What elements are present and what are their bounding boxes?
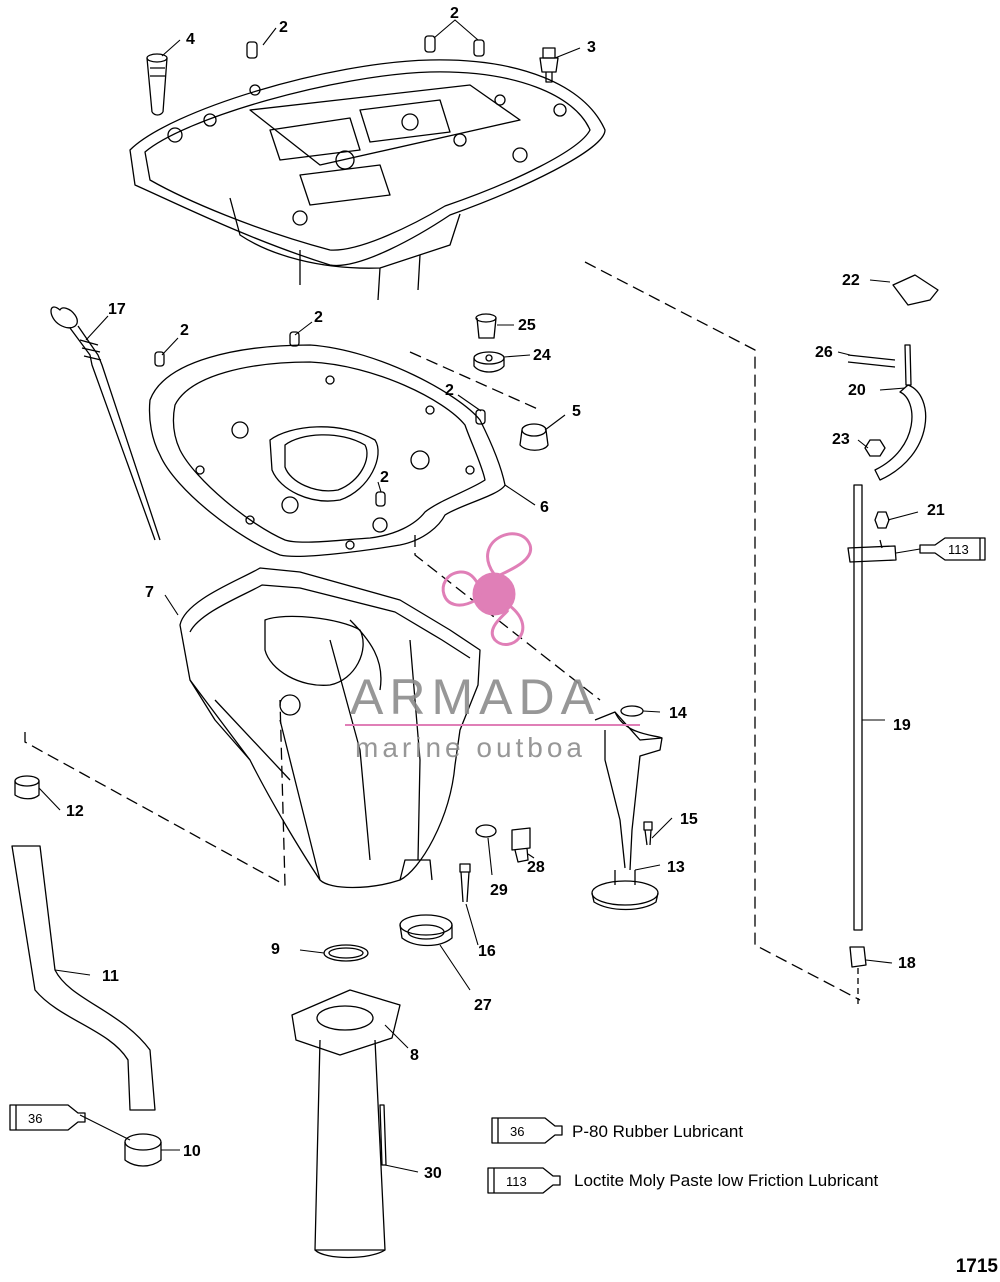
gasket-6	[148, 344, 506, 557]
hose-11	[11, 845, 156, 1111]
callout-grommet-5: 5	[572, 403, 581, 420]
callout-bolt-4: 4	[186, 31, 195, 48]
legend-item-p80: P-80 Rubber Lubricant	[572, 1122, 744, 1141]
callout-nut-23: 23	[832, 431, 850, 448]
grease-tube-36-left	[9, 1104, 86, 1131]
callout-plug-10: 10	[183, 1143, 201, 1160]
shift-shaft-19	[847, 484, 897, 931]
callout-seal-12: 12	[66, 803, 84, 820]
callout-drain-plug-28: 28	[527, 859, 545, 876]
legend-tube-36	[491, 1117, 563, 1144]
callout-bolt-30: 30	[424, 1165, 442, 1182]
bolt-16	[459, 863, 471, 903]
shift-bracket-20	[874, 344, 927, 481]
callout-bolt-16: 16	[478, 943, 496, 960]
callout-pin-2c: 2	[180, 322, 189, 339]
oil-pan-7	[179, 567, 481, 889]
bushing-18	[849, 946, 867, 968]
callout-pin-2b: 2	[450, 5, 459, 22]
tube-code-113: 113	[948, 542, 969, 557]
callout-pin-2d: 2	[314, 309, 323, 326]
tube-code-36-left: 36	[28, 1111, 42, 1126]
seal-12	[14, 775, 40, 800]
callout-pin-2f: 2	[380, 469, 389, 486]
bolt-15	[643, 821, 653, 846]
watermark-brand: ARMADA	[350, 669, 600, 725]
washer-29	[475, 824, 497, 838]
seal-24	[473, 351, 505, 373]
watermark-propeller	[441, 532, 533, 647]
figure-number: 1715	[955, 1256, 998, 1277]
dipstick-17	[50, 306, 161, 541]
callout-plug-25: 25	[518, 317, 536, 334]
seal-27	[399, 914, 453, 947]
drain-plug-28	[511, 827, 531, 863]
callout-hose-11: 11	[102, 968, 119, 985]
callout-housing-8: 8	[410, 1047, 419, 1064]
oil-pickup-13	[591, 711, 663, 911]
callout-pin-2e: 2	[445, 382, 454, 399]
callout-dipstick-17: 17	[108, 301, 126, 318]
callout-pickup-13: 13	[667, 859, 685, 876]
center-line-2	[409, 351, 541, 411]
callout-fitting-3: 3	[587, 39, 596, 56]
callout-o-ring-9: 9	[271, 941, 280, 958]
o-ring-9	[323, 944, 369, 962]
plug-10	[124, 1133, 162, 1167]
callout-seal-27: 27	[474, 997, 492, 1014]
plug-25	[475, 313, 497, 339]
center-line-3	[414, 535, 601, 701]
nut-23	[864, 439, 886, 457]
callout-bracket-20: 20	[848, 382, 866, 399]
callout-bushing-18: 18	[898, 955, 916, 972]
leader-lines	[38, 19, 921, 1173]
callout-gasket-6: 6	[540, 499, 549, 516]
callout-nut-21: 21	[927, 502, 945, 519]
callout-pin-2a: 2	[279, 19, 288, 36]
callout-oil-pan-7: 7	[145, 584, 154, 601]
center-line	[584, 261, 861, 1001]
callout-gasket-14: 14	[669, 705, 687, 722]
legend-tube-code-36: 36	[510, 1124, 524, 1139]
legend-tube-code-113: 113	[506, 1174, 527, 1189]
callout-actuator-22: 22	[842, 272, 860, 289]
grommet-5	[519, 423, 549, 451]
callout-shift-shaft-19: 19	[893, 717, 911, 734]
extension-housing-8	[291, 989, 401, 1259]
center-line-4	[24, 699, 286, 886]
clips-26	[847, 354, 896, 368]
actuator-22	[892, 274, 939, 306]
legend-tube-113	[487, 1167, 561, 1194]
callout-seal-24: 24	[533, 347, 551, 364]
legend-item-loctite: Loctite Moly Paste low Friction Lubrican…	[574, 1171, 879, 1190]
watermark-tagline: marine outboa	[355, 732, 587, 763]
callout-washer-29: 29	[490, 882, 508, 899]
callout-bolt-15: 15	[680, 811, 698, 828]
adapter-plate	[129, 59, 606, 301]
gasket-14	[620, 705, 644, 717]
grease-tube-113	[919, 537, 986, 561]
fitting-3	[539, 47, 559, 83]
bolt-4	[146, 53, 168, 116]
callout-clips-26: 26	[815, 344, 833, 361]
nut-21	[874, 511, 890, 529]
